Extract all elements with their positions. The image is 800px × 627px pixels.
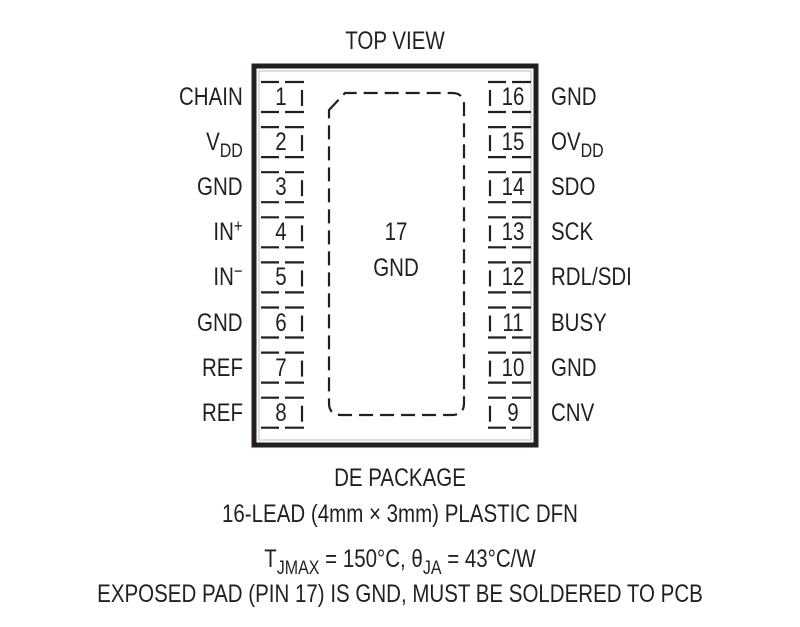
pin-pad-11 <box>488 306 531 339</box>
tjmax-symbol: T <box>264 545 277 573</box>
pin-name-subscript: DD <box>219 139 243 162</box>
pin-label-3: GND <box>197 175 243 200</box>
pin-label-6: GND <box>197 308 243 337</box>
package-body <box>251 63 539 448</box>
tjmax-sub: JMAX <box>276 556 320 579</box>
pin-number: 7 <box>275 353 287 382</box>
pin-name: CNV <box>551 398 595 427</box>
pin-label-8: REF <box>202 398 243 427</box>
pin-name: GND <box>551 353 597 382</box>
pin-name: V <box>206 128 220 157</box>
pin-name: RDL/SDI <box>551 263 632 292</box>
pin-number: 8 <box>275 398 287 427</box>
pin-pad-15 <box>488 125 531 159</box>
theta-symbol: θ <box>411 545 423 573</box>
pin-number: 5 <box>275 263 287 292</box>
thermal-spec: TJMAX = 150°C, θJA = 43°C/W <box>154 545 646 578</box>
pin-name: CHAIN <box>179 83 243 111</box>
pin-name-superscript: − <box>234 261 243 282</box>
exposed-pad-outline <box>327 91 466 417</box>
pin-name-subscript: DD <box>580 139 604 162</box>
pin-name: SDO <box>551 173 596 202</box>
pin-label-14: SDO <box>551 175 595 200</box>
pin-pad-2 <box>261 125 304 159</box>
pin-label-1: CHAIN <box>179 85 243 110</box>
pin-pad-7 <box>261 351 304 384</box>
pin-pad-13 <box>488 216 531 249</box>
pin-label-15: OVDD <box>551 128 604 161</box>
pin-pad-1 <box>261 80 304 114</box>
pin-pad-10 <box>488 351 531 384</box>
package-name: DE PACKAGE <box>334 464 466 492</box>
pin-number: 1 <box>275 83 287 111</box>
pin-number: 9 <box>507 398 519 427</box>
pin-name: REF <box>202 353 243 382</box>
pin-name: IN <box>213 263 235 292</box>
pin-number: 3 <box>275 173 287 202</box>
pin-label-4: IN+ <box>213 217 243 247</box>
pin-name: GND <box>197 308 243 337</box>
pin-pad-5 <box>261 261 304 294</box>
package-description: 16-LEAD (4mm × 3mm) PLASTIC DFN <box>222 500 578 528</box>
pin-number: 12 <box>501 263 525 292</box>
pin-label-11: BUSY <box>551 308 607 337</box>
exposed-pad-number: 17 <box>384 218 408 246</box>
pin-pad-9 <box>488 396 531 429</box>
pin-label-12: RDL/SDI <box>551 265 632 290</box>
pin-label-7: REF <box>202 353 243 382</box>
pin-pad-14 <box>488 171 531 204</box>
pin-label-10: GND <box>551 353 597 382</box>
theta-sub: JA <box>422 556 442 579</box>
pin-name: OV <box>551 128 581 157</box>
pin-number: 2 <box>275 128 287 157</box>
pin-label-5: IN− <box>213 262 243 292</box>
left-pin-pads <box>261 80 304 429</box>
tjmax-value: = 150°C, <box>319 545 412 573</box>
pin-number: 6 <box>275 308 287 337</box>
pin-label-9: CNV <box>551 398 595 427</box>
diagram-title: TOP VIEW <box>345 27 445 55</box>
pin-pad-3 <box>261 171 304 204</box>
pin-name: GND <box>197 173 243 202</box>
pin-number: 14 <box>501 173 525 202</box>
pin-name: SCK <box>551 218 594 247</box>
pin-pad-8 <box>261 396 304 429</box>
pin-name: GND <box>551 83 597 111</box>
pin-label-16: GND <box>551 85 597 110</box>
pin-number: 13 <box>501 218 525 247</box>
exposed-pad-name: GND <box>373 254 419 282</box>
pin-name: IN <box>213 218 235 247</box>
pin-number: 4 <box>275 218 287 247</box>
theta-value: = 43°C/W <box>441 545 536 573</box>
pin-name-superscript: + <box>234 216 243 237</box>
pin-name: BUSY <box>551 308 607 337</box>
pin-number: 15 <box>501 128 525 157</box>
pin-label-2: VDD <box>206 128 243 161</box>
pin-name: REF <box>202 398 243 427</box>
pin-number: 10 <box>501 353 525 382</box>
pin-number: 11 <box>502 308 524 337</box>
pin-number: 16 <box>501 83 525 111</box>
pin-label-13: SCK <box>551 220 593 245</box>
pin-pad-4 <box>261 216 304 249</box>
right-pin-pads <box>488 80 531 429</box>
pin-pad-16 <box>488 80 531 114</box>
exposed-pad-note: EXPOSED PAD (PIN 17) IS GND, MUST BE SOL… <box>97 580 703 608</box>
pin-pad-6 <box>261 306 304 339</box>
pin-pad-12 <box>488 261 531 294</box>
